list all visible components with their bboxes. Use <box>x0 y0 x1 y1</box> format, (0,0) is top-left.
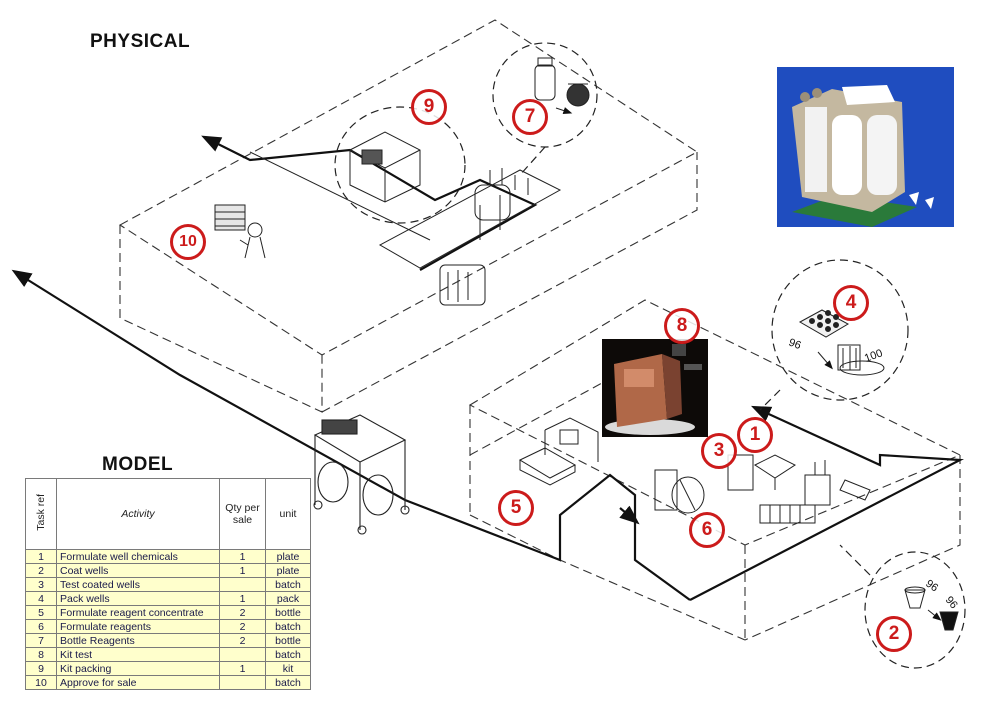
bottles-sketch <box>534 57 590 114</box>
header-unit: unit <box>265 478 311 550</box>
task-marker-1: 1 <box>737 417 773 453</box>
task-marker-8: 8 <box>664 308 700 344</box>
cell-task-ref: 6 <box>25 619 57 634</box>
cell-task-ref: 3 <box>25 577 57 592</box>
cell-activity: Pack wells <box>56 591 220 606</box>
cell-task-ref: 7 <box>25 633 57 648</box>
cell-qty: 1 <box>219 549 266 564</box>
task-marker-6: 6 <box>689 512 725 548</box>
cell-qty <box>219 577 266 592</box>
cell-unit: pack <box>265 591 311 606</box>
material-flow-lines <box>11 135 965 601</box>
lower-building-outline <box>468 299 962 641</box>
cell-unit: batch <box>265 675 311 690</box>
task-marker-4: 4 <box>833 285 869 321</box>
cell-unit: bottle <box>265 633 311 648</box>
cell-activity: Formulate reagent concentrate <box>56 605 220 620</box>
cell-task-ref: 9 <box>25 661 57 676</box>
cell-unit: plate <box>265 563 311 578</box>
task-marker-10: 10 <box>170 224 206 260</box>
cell-qty: 1 <box>219 661 266 676</box>
cell-activity: Approve for sale <box>56 675 220 690</box>
count-96-cone: 96 <box>943 594 960 611</box>
well-cup-sketch <box>904 586 959 631</box>
cell-unit: plate <box>265 549 311 564</box>
approver-sketch <box>214 204 266 259</box>
cell-activity: Bottle Reagents <box>56 633 220 648</box>
packing-box-sketch <box>349 131 421 203</box>
cell-unit: kit <box>265 661 311 676</box>
cell-activity: Test coated wells <box>56 577 220 592</box>
cell-qty: 2 <box>219 633 266 648</box>
cell-task-ref: 5 <box>25 605 57 620</box>
cell-task-ref: 10 <box>25 675 57 690</box>
cell-task-ref: 8 <box>25 647 57 662</box>
task-marker-2: 2 <box>876 616 912 652</box>
bottling-line-sketch <box>439 168 529 306</box>
table-header-row: Task ref Activity Qty per sale unit <box>25 478 311 550</box>
header-task-ref: Task ref <box>25 478 57 550</box>
physical-heading: PHYSICAL <box>90 31 191 52</box>
kit-product-photo <box>777 67 954 227</box>
task-marker-7: 7 <box>512 99 548 135</box>
task-marker-9: 9 <box>411 89 447 125</box>
detail-circles <box>334 42 966 669</box>
header-qty-per-sale: Qty per sale <box>219 478 266 550</box>
cart-sketch <box>313 414 410 535</box>
cell-unit: batch <box>265 619 311 634</box>
cell-activity: Formulate well chemicals <box>56 549 220 564</box>
cell-qty: 1 <box>219 591 266 606</box>
cell-unit: bottle <box>265 605 311 620</box>
upper-building-outline <box>118 19 699 413</box>
analyzer-instrument-photo <box>602 339 708 437</box>
conveyor-outline <box>249 151 562 269</box>
task-marker-3: 3 <box>701 433 737 469</box>
cell-activity: Coat wells <box>56 563 220 578</box>
header-activity: Activity <box>56 478 220 550</box>
cell-unit: batch <box>265 577 311 592</box>
count-96-cup: 96 <box>923 578 940 595</box>
cell-task-ref: 2 <box>25 563 57 578</box>
task-marker-5: 5 <box>498 490 534 526</box>
count-labels: 96 100 96 96 <box>787 337 960 612</box>
cell-qty: 2 <box>219 619 266 634</box>
reagent-bench-sketch <box>518 417 599 486</box>
model-heading: MODEL <box>102 454 174 475</box>
count-100-wells: 100 <box>863 347 884 365</box>
cell-activity: Formulate reagents <box>56 619 220 634</box>
count-96-plate: 96 <box>787 337 803 352</box>
cell-task-ref: 1 <box>25 549 57 564</box>
cell-activity: Kit test <box>56 647 220 662</box>
cell-unit: batch <box>265 647 311 662</box>
lab-equipment-sketch <box>654 454 871 524</box>
cell-qty <box>219 675 266 690</box>
cell-qty: 1 <box>219 563 266 578</box>
cell-task-ref: 4 <box>25 591 57 606</box>
cell-activity: Kit packing <box>56 661 220 676</box>
well-plate-sketch <box>798 309 885 376</box>
cell-qty: 2 <box>219 605 266 620</box>
cell-qty <box>219 647 266 662</box>
